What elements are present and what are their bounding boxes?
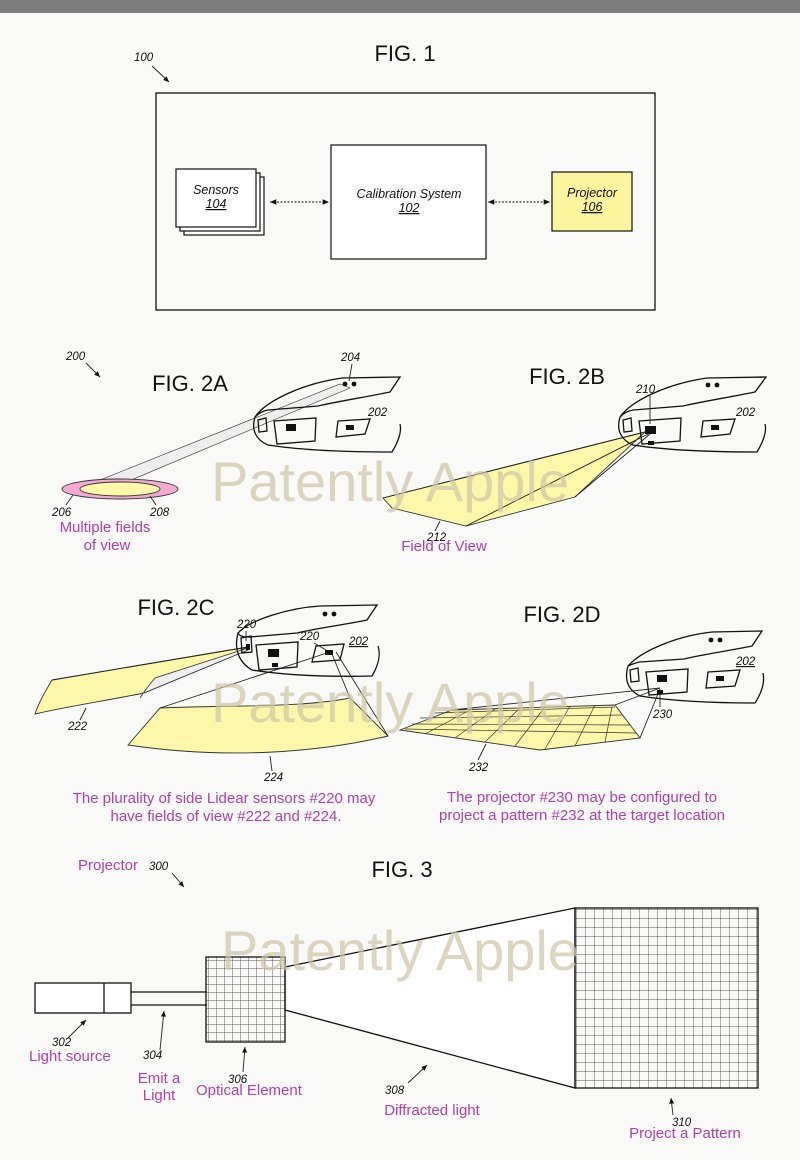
- ref-310: 310: [672, 1117, 692, 1129]
- ref-100-arrow: [151, 65, 170, 83]
- projected-pattern-232: [398, 687, 661, 751]
- ref-206-leader: [65, 494, 74, 506]
- ref-224: 224: [263, 772, 283, 784]
- ref-232: 232: [468, 762, 489, 774]
- calibration-ref: 102: [399, 201, 420, 215]
- vehicle-2c: [235, 604, 380, 677]
- note-2d-line2: project a pattern #232 at the target loc…: [439, 807, 725, 824]
- ref-222-leader: [79, 707, 87, 721]
- ref-302-arrow: [67, 1019, 87, 1039]
- projected-pattern: [574, 907, 759, 1089]
- note-302: Light source: [29, 1048, 111, 1065]
- ref-100: 100: [134, 52, 154, 64]
- watermark-1: Patently Apple: [211, 450, 569, 513]
- watermark-2: Patently Apple: [211, 671, 569, 734]
- ref-306-arrow: [242, 1046, 248, 1073]
- ref-224-leader: [269, 755, 273, 772]
- ref-306: 306: [228, 1074, 248, 1086]
- vehicle-2a: [253, 376, 402, 453]
- ref-202-b: 202: [735, 407, 756, 419]
- note-304-line1: Emit a: [138, 1070, 181, 1087]
- fig2d: FIG. 2D: [398, 602, 765, 824]
- ref-304: 304: [143, 1050, 162, 1062]
- fov-222: [34, 646, 249, 715]
- fig2d-title: FIG. 2D: [523, 602, 600, 627]
- ref-300-arrow: [171, 872, 185, 888]
- fig2a-title: FIG. 2A: [152, 371, 228, 396]
- ref-204: 204: [340, 352, 360, 364]
- ref-222: 222: [67, 721, 88, 733]
- note-2a-line2: of view: [84, 537, 131, 554]
- sensors-ref: 104: [206, 197, 227, 211]
- note-2a-line1: Multiple fields: [60, 519, 151, 536]
- fig1: FIG. 1 100 Sensors 104 Calibration Syste…: [134, 41, 656, 311]
- ref-220-a: 220: [236, 619, 257, 631]
- fig2b-title: FIG. 2B: [529, 364, 605, 389]
- system-box: [155, 92, 656, 311]
- projector-label: Projector: [567, 186, 618, 200]
- note-306: Optical Element: [196, 1082, 303, 1099]
- yellow-fov-ellipse: [79, 481, 161, 497]
- vehicle-2d: [625, 630, 765, 704]
- ref-212-leader: [434, 520, 441, 532]
- projector-box: Projector 106: [551, 171, 633, 232]
- note-2d-line1: The projector #230 may be configured to: [447, 789, 717, 806]
- ref-308-arrow: [407, 1064, 428, 1084]
- ref-210: 210: [635, 384, 656, 396]
- calibration-system-box: Calibration System 102: [330, 144, 487, 260]
- ref-206: 206: [51, 507, 72, 519]
- ref-200: 200: [65, 351, 86, 363]
- projector-note: Projector: [78, 857, 138, 874]
- note-2c-line2: have fields of view #222 and #224.: [111, 808, 342, 825]
- emitted-light: [131, 991, 207, 1006]
- calibration-label: Calibration System: [357, 187, 462, 201]
- ref-212: 212: [426, 532, 447, 544]
- fig2c: FIG. 2C 220 220 202 222 224: [34, 595, 389, 825]
- note-304-line2: Light: [143, 1087, 176, 1104]
- fov-224: [127, 697, 389, 754]
- ref-202-c: 202: [348, 636, 369, 648]
- ref-200-arrow: [85, 362, 101, 378]
- vehicle-2b: [618, 376, 768, 453]
- note-308: Diffracted light: [384, 1102, 480, 1119]
- projector-ref: 106: [582, 200, 603, 214]
- ref-230: 230: [652, 709, 673, 721]
- patent-figure-sheet: FIG. 1 100 Sensors 104 Calibration Syste…: [29, 41, 768, 1142]
- ref-308: 308: [385, 1085, 405, 1097]
- light-source: [34, 982, 132, 1014]
- ref-204-leader: [348, 363, 353, 382]
- watermark-3: Patently Apple: [221, 919, 579, 982]
- ref-232-leader: [477, 743, 487, 761]
- top-bar: [0, 0, 800, 13]
- ref-300: 300: [149, 861, 169, 873]
- note-2c-line1: The plurality of side Lidear sensors #22…: [73, 790, 376, 807]
- ref-202-d: 202: [735, 656, 756, 668]
- fig3-title: FIG. 3: [371, 857, 432, 882]
- ref-208: 208: [149, 507, 170, 519]
- sensors-label: Sensors: [193, 183, 239, 197]
- ref-310-arrow: [669, 1097, 675, 1116]
- note-310: Project a Pattern: [629, 1125, 741, 1142]
- ref-302: 302: [52, 1037, 72, 1049]
- fig2a: 200 FIG. 2A 204 202 206 208 Multiple fie…: [51, 351, 402, 554]
- fig1-title: FIG. 1: [374, 41, 435, 66]
- ref-202-a: 202: [367, 407, 388, 419]
- fig2c-title: FIG. 2C: [137, 595, 214, 620]
- ref-208-leader: [149, 495, 157, 506]
- sensors-stack: Sensors 104: [175, 168, 265, 236]
- optical-element: [205, 956, 286, 1043]
- ref-220-b: 220: [299, 631, 320, 643]
- ref-220-b-leader: [313, 642, 327, 651]
- fig3: FIG. 3 Projector 300 302 Light source 30…: [29, 857, 759, 1142]
- ref-304-arrow: [159, 1010, 166, 1051]
- fig2b: FIG. 2B 210 202 212 Field of View: [382, 364, 768, 555]
- note-2b: Field of View: [401, 538, 487, 555]
